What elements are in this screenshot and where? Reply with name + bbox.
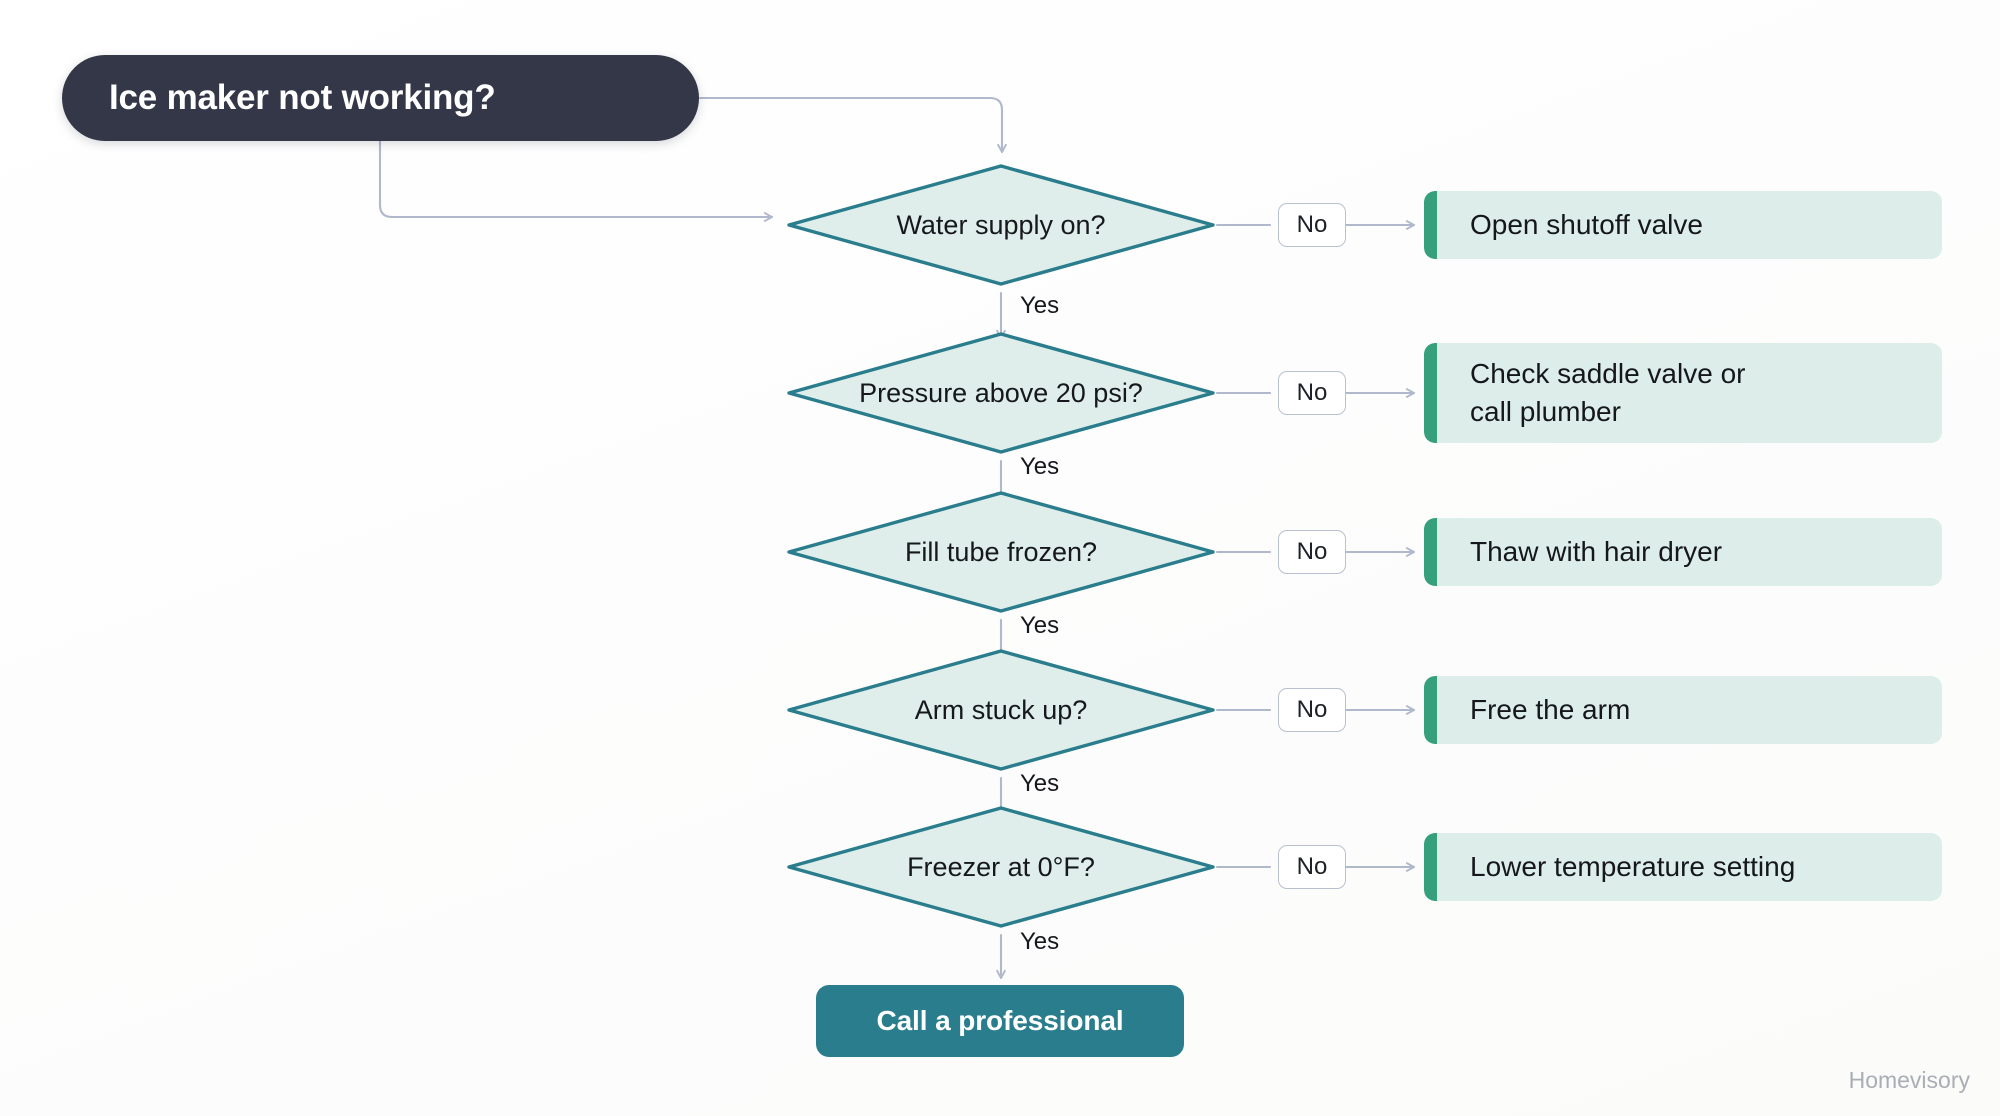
decision-label: Arm stuck up? xyxy=(914,694,1088,725)
outcome-card-text: Lower temperature setting xyxy=(1470,850,1796,882)
decision-node-fill-tube[interactable]: Fill tube frozen? xyxy=(785,489,1217,615)
branch-label-yes-pressure: Yes xyxy=(1020,453,1060,480)
card-accent-bar xyxy=(1424,833,1437,901)
decision-label: Fill tube frozen? xyxy=(904,536,1098,567)
card-accent-bar xyxy=(1424,518,1437,586)
branch-badge-label: No xyxy=(1296,211,1328,238)
decision-label: Freezer at 0°F? xyxy=(907,851,1095,882)
card-accent-bar xyxy=(1424,676,1437,744)
branch-badge-no-pressure[interactable]: No xyxy=(1278,371,1346,415)
decision-label: Pressure above 20 psi? xyxy=(859,377,1143,408)
terminal-node-call-a-professional[interactable]: Call a professional xyxy=(816,985,1184,1057)
branch-badge-label: No xyxy=(1296,538,1328,565)
card-accent-bar xyxy=(1424,343,1437,443)
outcome-card-text: Free the arm xyxy=(1470,693,1631,725)
branch-badge-no-freezer-temp[interactable]: No xyxy=(1278,845,1346,889)
diamond-shape xyxy=(787,806,1215,928)
branch-badge-no-fill-tube[interactable]: No xyxy=(1278,530,1346,574)
outcome-card-free-the-arm[interactable]: Free the arm xyxy=(1424,676,1942,744)
diamond-shape xyxy=(787,332,1215,454)
decision-node-pressure[interactable]: Pressure above 20 psi? xyxy=(785,330,1217,456)
diamond-shape xyxy=(787,491,1215,613)
outcome-card-text: Thaw with hair dryer xyxy=(1470,535,1723,567)
outcome-card-open-shutoff-valve[interactable]: Open shutoff valve xyxy=(1424,191,1942,259)
branch-label-yes-arm-stuck: Yes xyxy=(1020,770,1060,797)
card-accent-bar xyxy=(1424,191,1437,259)
root-node[interactable]: Ice maker not working? xyxy=(62,55,699,141)
outcome-card-text: Open shutoff valve xyxy=(1470,208,1703,240)
terminal-node-label: Call a professional xyxy=(876,1005,1124,1036)
diamond-shape xyxy=(787,649,1215,771)
branch-badge-label: No xyxy=(1296,379,1328,406)
outcome-card-lower-temperature-setting[interactable]: Lower temperature setting xyxy=(1424,833,1942,901)
decision-label: Water supply on? xyxy=(896,209,1106,240)
outcome-card-thaw-with-hair-dryer[interactable]: Thaw with hair dryer xyxy=(1424,518,1942,586)
branch-badge-label: No xyxy=(1296,853,1328,880)
decision-node-freezer-temp[interactable]: Freezer at 0°F? xyxy=(785,804,1217,930)
watermark-brand: Homevisory xyxy=(1848,1067,1970,1093)
branch-label-yes-water-supply: Yes xyxy=(1020,292,1060,319)
branch-label-yes-fill-tube: Yes xyxy=(1020,612,1060,639)
diamond-shape xyxy=(787,164,1215,286)
branch-badge-no-water-supply[interactable]: No xyxy=(1278,203,1346,247)
outcome-card-check-saddle-valve[interactable]: Check saddle valve or call plumber xyxy=(1424,343,1942,443)
branch-badge-label: No xyxy=(1296,696,1328,723)
decision-node-water-supply[interactable]: Water supply on? xyxy=(785,162,1217,288)
branch-label-yes-freezer-temp: Yes xyxy=(1020,928,1060,955)
outcome-card-text: Check saddle valve or call plumber xyxy=(1470,357,1746,427)
decision-node-arm-stuck[interactable]: Arm stuck up? xyxy=(785,647,1217,773)
root-node-label: Ice maker not working? xyxy=(109,78,496,117)
branch-badge-no-arm-stuck[interactable]: No xyxy=(1278,688,1346,732)
